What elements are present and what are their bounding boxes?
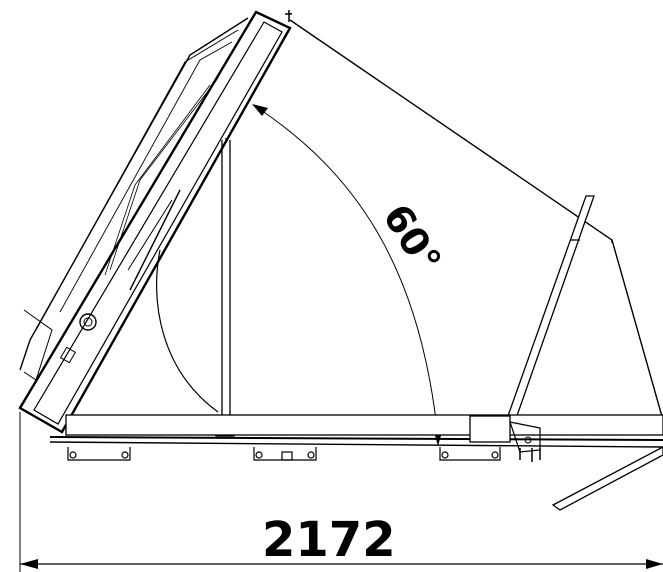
width-dimension-line <box>19 412 663 572</box>
base-platform <box>49 414 663 462</box>
gas-strut <box>215 138 235 437</box>
angle-label: 60° <box>374 196 449 280</box>
tent-canvas-outline <box>289 19 663 421</box>
tilted-lid-shell <box>18 10 292 434</box>
support-arc <box>156 249 219 413</box>
mounting-brackets <box>67 447 501 461</box>
ladder <box>502 195 663 511</box>
width-dimension-label: 2172 <box>262 512 396 568</box>
